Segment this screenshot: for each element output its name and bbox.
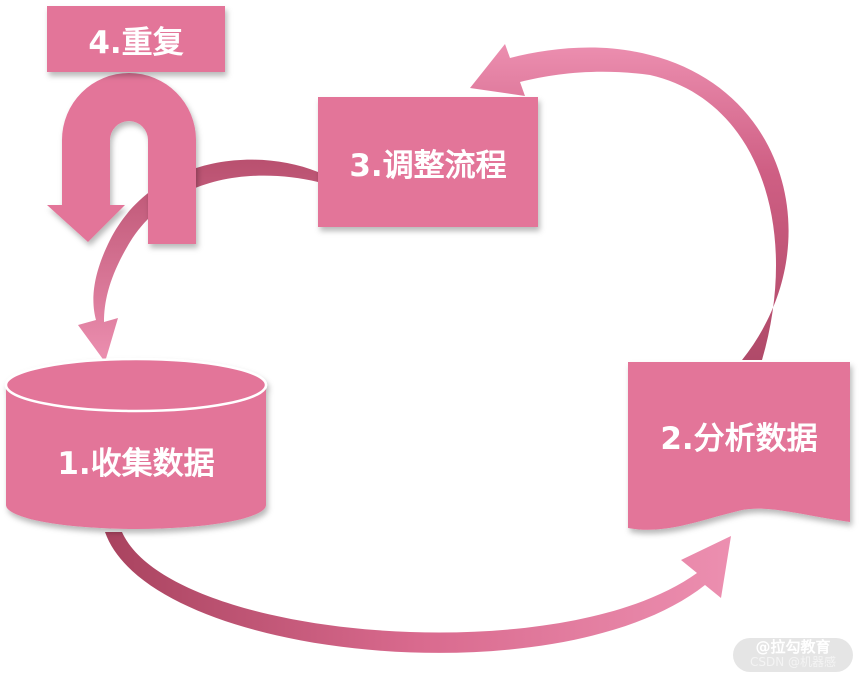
- step-repeat-label: 4.重复: [88, 24, 184, 61]
- watermark-brand: @拉勾教育: [755, 638, 831, 656]
- watermark-source: CSDN @机器感: [749, 655, 837, 669]
- arrow-collect-to-analyze: [105, 532, 731, 653]
- adjust-process-box: [318, 97, 538, 227]
- watermark: @拉勾教育 CSDN @机器感: [733, 638, 853, 672]
- analyze-data-document: [628, 362, 850, 530]
- step-analyze-label: 2.分析数据: [660, 420, 818, 457]
- step-collect-label: 1.收集数据: [57, 445, 215, 482]
- arrow-adjust-to-collect: [78, 159, 318, 362]
- repeat-box: [47, 6, 225, 72]
- collect-data-cylinder: [4, 357, 268, 529]
- step-adjust-label: 3.调整流程: [349, 147, 507, 184]
- arrow-analyze-to-adjust: [470, 44, 789, 360]
- u-turn-icon: [47, 73, 196, 244]
